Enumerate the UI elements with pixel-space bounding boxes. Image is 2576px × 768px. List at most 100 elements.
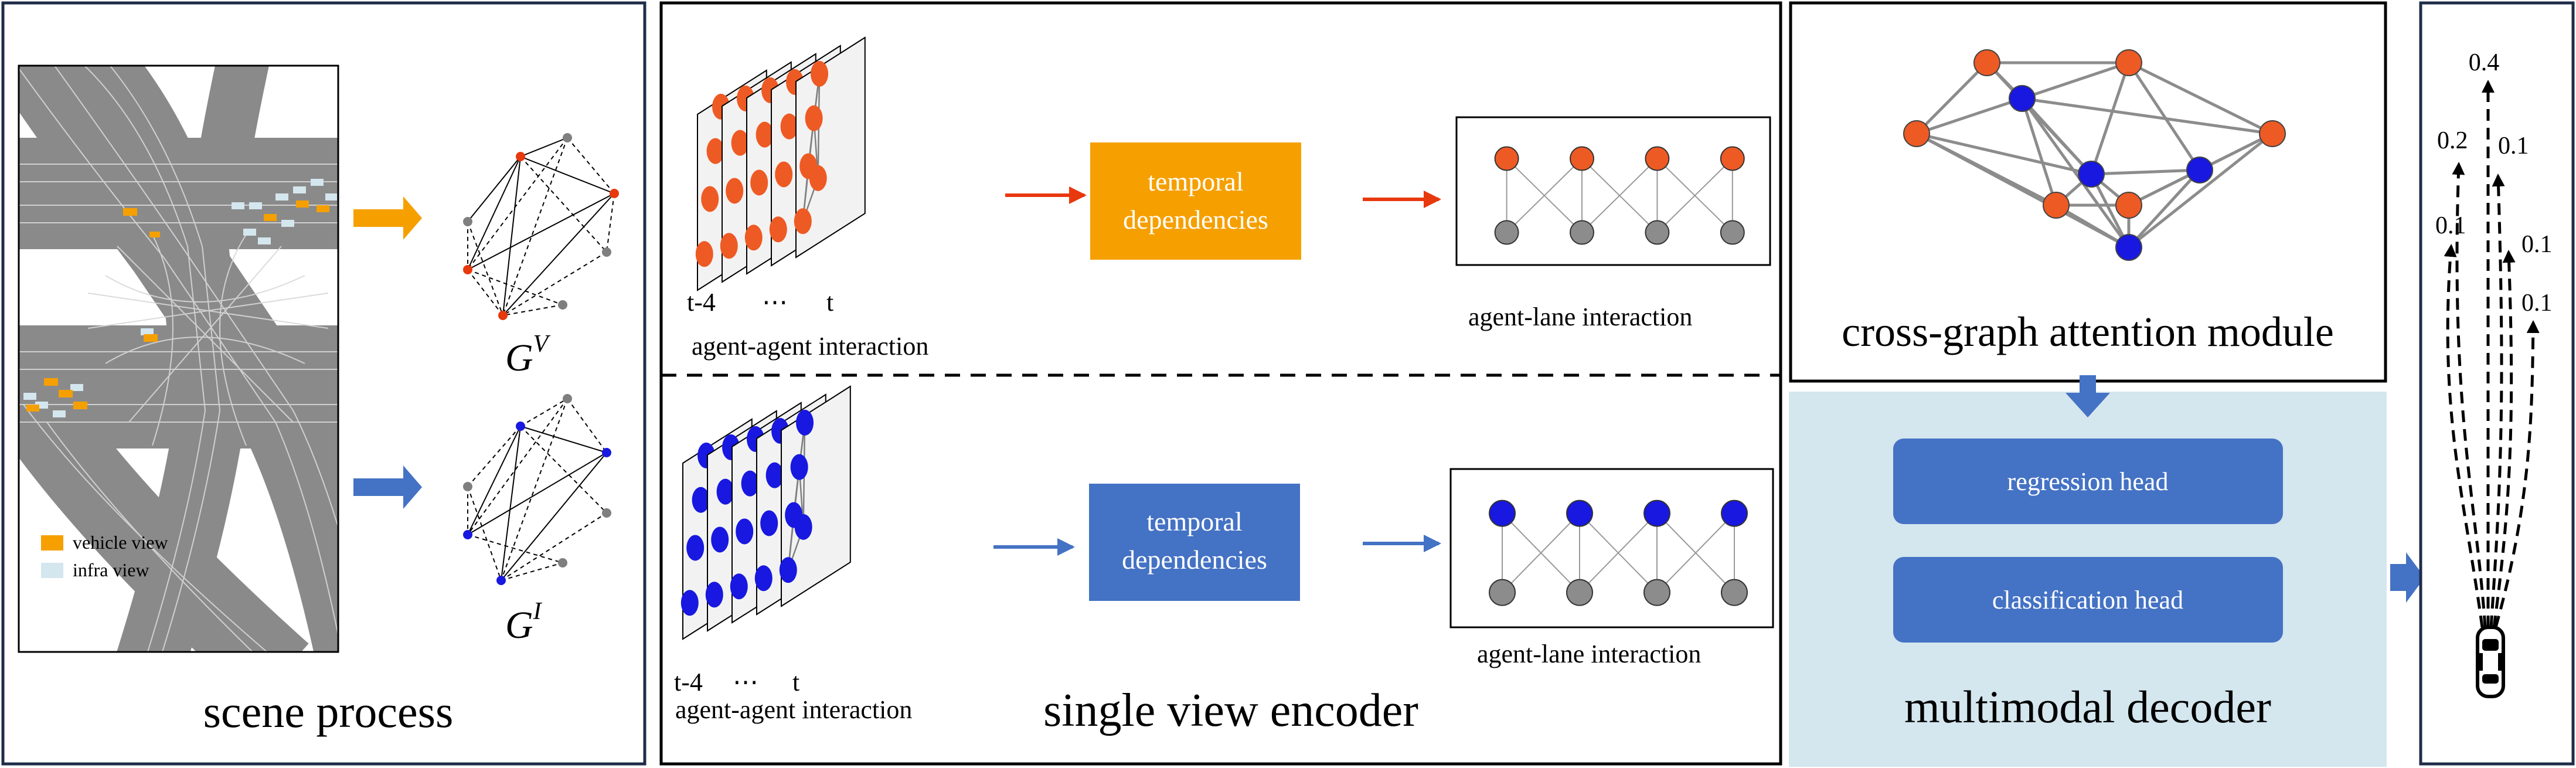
agent-lane-graph-bottom [1449,468,1774,628]
vehicle-graph: GV [463,133,619,379]
bottom-frame-4 [779,385,851,607]
top-agent-0-1 [701,186,719,212]
cross-graph [1903,49,2286,261]
cross-red-node-3 [2259,120,2286,147]
temporal-label-bottom-2: dependencies [1122,545,1267,575]
agent-frames-bottom [680,385,851,640]
regression-head-box [1893,439,2283,524]
agent-lane-label-bottom: agent-lane interaction [1477,640,1701,668]
bottom-agent-4-0 [779,557,797,583]
agent-lane-label-top: agent-lane interaction [1468,303,1692,331]
cross-blue-node-0 [2009,85,2036,112]
bottom-agent-3-0 [754,565,773,592]
single-view-encoder-panel: t-4 ⋯ t agent-agent interaction temporal… [659,1,1782,766]
classification-head-label: classification head [1992,586,2183,614]
infra-view-swatch [41,563,63,578]
intersection-map [19,66,338,652]
cross-graph-attention-panel: cross-graph attention module [1789,1,2387,383]
cross-blue-node-1 [2078,161,2105,188]
prob-label-1: 0.2 [2437,127,2468,154]
vehicle-view-label: vehicle view [73,532,168,553]
bottom-agent-3-2 [765,462,784,488]
prob-label-2: 0.1 [2498,132,2529,159]
time-label-dots-bottom: ⋯ [733,668,758,696]
top-agent-1-2 [731,130,749,156]
graph-v-label: GV [505,331,551,379]
top-agent-2-2 [756,121,774,148]
temporal-label-top-1: temporal [1148,166,1244,196]
right-arrow [2390,552,2425,603]
bottom-agent-1-2 [716,478,734,505]
lane-bottom-agent-node-1 [1566,499,1593,527]
top-agent-4-2 [805,105,823,131]
agent-agent-label-top: agent-agent interaction [692,332,928,361]
agent-agent-label-bottom: agent-agent interaction [675,695,912,724]
top-agent-3-1 [775,161,793,188]
cross-red-node-1 [2115,49,2142,76]
lane-bottom-agent-node-2 [1643,499,1670,527]
prob-label-3: 0.1 [2435,212,2466,239]
prob-label-5: 0.1 [2521,290,2553,317]
cross-blue-node-2 [2186,157,2213,183]
cross-red-node-5 [2115,192,2142,219]
trajectory-1 [2452,162,2487,628]
top-agent-3-0 [769,216,787,243]
cross-graph-title: cross-graph attention module [1842,308,2334,355]
bottom-agent-1-1 [711,526,729,553]
prob-label-4: 0.1 [2521,231,2553,258]
time-label-t4-top: t-4 [687,288,716,317]
down-arrow [2065,375,2110,417]
lane-bottom-lane-node-3 [1721,579,1748,606]
lane-top-agent-node-3 [1720,146,1745,171]
classification-head-box [1893,557,2283,643]
lane-top-lane-node-1 [1570,220,1594,245]
bottom-agent-3-1 [760,510,778,536]
multimodal-decoder-panel: regression head classification head mult… [1789,375,2425,767]
temporal-dependencies-box-bottom [1089,484,1300,601]
bottom-agent-0-1 [686,535,705,561]
top-agent-4-3 [811,60,829,87]
lane-bottom-lane-node-1 [1566,579,1593,606]
prob-label-0: 0.4 [2469,49,2500,76]
top-agent-1-1 [726,178,744,204]
infra-arrow [353,465,422,509]
bottom-agent-4-3 [796,409,814,436]
scene-process-panel: vehicle view infra view [1,1,646,766]
top-agent-2-1 [750,169,768,196]
infra-graph: GI [463,394,611,647]
bottom-agent-4-2 [790,454,808,480]
bottom-agent-1-0 [705,582,723,608]
lane-top-lane-node-3 [1720,220,1745,245]
lane-top-lane-node-0 [1494,220,1519,245]
cross-blue-node-3 [2115,234,2142,261]
bottom-agent-0-0 [680,590,699,616]
trajectory-3 [2444,244,2484,628]
time-label-t-bottom: t [792,668,799,696]
top-frame-4 [794,36,866,259]
temporal-dependencies-box-top [1090,142,1301,260]
map-legend: vehicle view infra view [41,532,168,580]
lane-top-agent-node-1 [1570,146,1594,171]
top-agent-0-0 [695,241,713,267]
lane-bottom-lane-node-2 [1643,579,1670,606]
vehicle-arrow [353,196,422,240]
top-agent-2-0 [744,225,763,251]
lane-top-agent-node-2 [1645,146,1670,171]
bottom-agent-2-2 [741,470,759,497]
temporal-label-top-2: dependencies [1123,205,1268,235]
top-agent-0-2 [706,138,724,164]
single-view-encoder-title: single view encoder [1043,685,1418,736]
agent-lane-graph-top [1455,116,1771,266]
temporal-label-bottom-1: temporal [1146,507,1243,536]
bottom-agent-2-1 [736,518,754,545]
graph-i-label: GI [505,598,543,647]
time-label-dots-top: ⋯ [762,288,788,317]
vehicle-view-swatch [41,535,63,550]
lane-top-agent-node-0 [1494,146,1519,171]
infra-view-label: infra view [73,559,149,580]
trajectory-2 [2489,174,2505,628]
top-agent-4-0 [794,208,812,235]
top-agent-1-0 [720,233,738,259]
time-label-t4-bottom: t-4 [674,668,703,696]
lane-bottom-agent-node-3 [1721,499,1748,527]
